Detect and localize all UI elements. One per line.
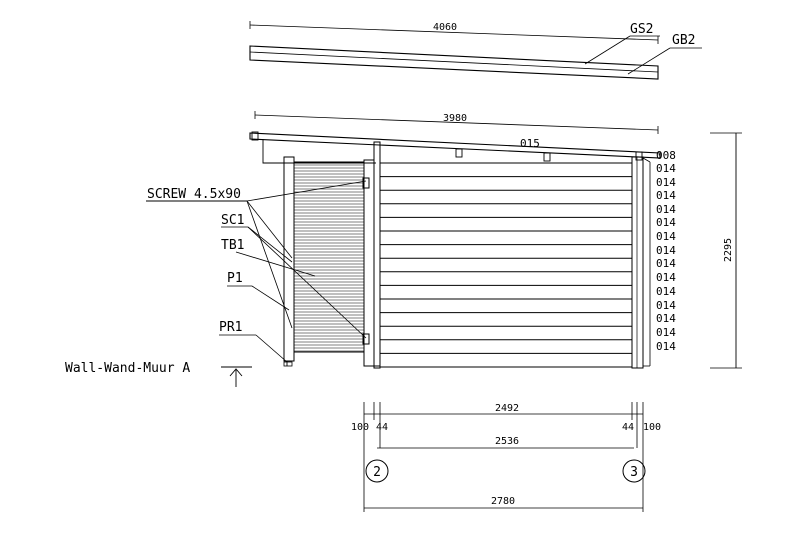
top-panel-length: 4060: [433, 22, 457, 33]
board-label: 014: [656, 326, 676, 339]
dim-axis-span: 2536: [495, 436, 519, 447]
callout-screw: SCREW 4.5x90: [147, 187, 241, 202]
door-slats: [294, 164, 364, 352]
main-wall: [363, 141, 651, 369]
roof-part-label: 015: [520, 137, 540, 150]
board-label: 014: [656, 162, 676, 175]
wall-title: Wall-Wand-Muur A: [65, 361, 190, 376]
wall-boards: [380, 176, 632, 354]
roof: 015: [249, 131, 661, 164]
bottom-dimensions: 2492 100 44 44 100 2536 2 3 2780: [351, 402, 661, 512]
board-label: 014: [656, 176, 676, 189]
dim-right-outer: 100: [643, 422, 661, 433]
axis-label-right: 3: [630, 465, 638, 480]
board-label: 014: [656, 257, 676, 270]
gs2-label: GS2: [630, 22, 653, 37]
axis-marker-left: [365, 459, 389, 483]
board-label: 014: [656, 340, 676, 353]
board-labels: 008 014 014 014 014 014 014 014 014 014 …: [656, 149, 676, 353]
dim-left-inner: 44: [376, 422, 388, 433]
door-panel: [283, 156, 370, 367]
board-label: 014: [656, 271, 676, 284]
height-dimension: 2295: [710, 132, 742, 369]
dim-left-outer: 100: [351, 422, 369, 433]
top-panel: 4060 GS2 GB2: [249, 21, 702, 80]
gb2-label: GB2: [672, 33, 695, 48]
board-label: 014: [656, 285, 676, 298]
callout-tb1: TB1: [221, 238, 244, 253]
dim-total: 2780: [491, 496, 515, 507]
callout-pr1: PR1: [219, 320, 242, 335]
view-arrow-icon: [229, 368, 243, 377]
callout-p1: P1: [227, 271, 243, 286]
roof-length: 3980: [443, 113, 467, 124]
board-label: 008: [656, 149, 676, 162]
board-label: 014: [656, 203, 676, 216]
wall-title-group: Wall-Wand-Muur A: [65, 361, 252, 387]
board-label: 014: [656, 189, 676, 202]
callouts: SCREW 4.5x90 SC1 TB1 P1 PR1: [146, 180, 367, 363]
height-value: 2295: [723, 238, 734, 262]
callout-sc1: SC1: [221, 213, 244, 228]
board-label: 014: [656, 216, 676, 229]
board-label: 014: [656, 244, 676, 257]
axis-marker-right: [622, 459, 646, 483]
board-label: 014: [656, 230, 676, 243]
roof-dimension: 3980: [254, 111, 659, 134]
dim-inner-span: 2492: [495, 403, 519, 414]
axis-label-left: 2: [373, 465, 381, 480]
board-label: 014: [656, 299, 676, 312]
dim-right-inner: 44: [622, 422, 634, 433]
board-label: 014: [656, 312, 676, 325]
